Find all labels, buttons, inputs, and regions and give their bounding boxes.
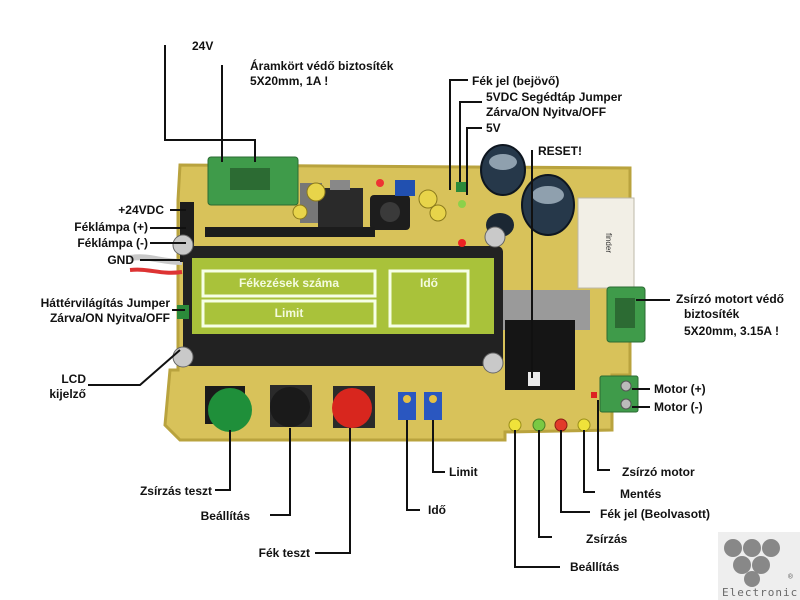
- ribbon-cable-icon: [500, 290, 590, 390]
- label-reset: RESET!: [538, 144, 583, 158]
- jumper-icon: [177, 182, 466, 319]
- label-motor-minus: Motor (-): [654, 400, 703, 414]
- lcd-box-time: [388, 269, 470, 328]
- lcd-box-limit: [201, 299, 377, 328]
- lcd-label-time: Idő: [420, 276, 438, 290]
- lcd-label-braking-count: Fékezések száma: [238, 276, 340, 290]
- label-plus24vdc: +24VDC: [118, 203, 164, 217]
- label-brake-test: Fék teszt: [258, 546, 310, 560]
- motor-fuse-holder-icon: [606, 286, 646, 343]
- terminal-block-icon: [591, 375, 639, 413]
- lcd-box-braking-count: [201, 269, 377, 298]
- label-backlight-line2: Zárva/ON Nyitva/OFF: [49, 311, 170, 325]
- trimmer-potentiometer-icon: [398, 392, 442, 420]
- lcd-overlay-boxes: [201, 269, 470, 328]
- label-brake-read: Fék jel (Beolvasott): [600, 507, 711, 521]
- label-lcd-line1: LCD: [61, 372, 86, 386]
- label-time: Idő: [428, 503, 446, 517]
- wire-bundle-icon: [129, 254, 183, 275]
- label-5v: 5V: [486, 121, 501, 135]
- lcd-label-limit: Limit: [274, 306, 304, 320]
- blue-trimmer-icon: [395, 180, 415, 196]
- svg-text:finder: finder: [604, 233, 613, 253]
- label-backlight-line1: Háttérvilágítás Jumper: [40, 296, 170, 310]
- electronic-logo-icon: [718, 532, 800, 600]
- label-setting-2: Beállítás: [570, 560, 620, 574]
- label-motor-fuse-line3: 5X20mm, 3.15A !: [684, 324, 779, 338]
- label-motor-fuse-line2: biztosíték: [684, 307, 740, 321]
- label-greasing: Zsírzás: [586, 532, 628, 546]
- capacitor-icon: [292, 182, 447, 222]
- label-fuse-line1: Áramkört védő biztosíték: [250, 59, 394, 73]
- label-greasing-test: Zsírzás teszt: [139, 484, 212, 498]
- label-setting: Beállítás: [200, 509, 250, 523]
- label-save: Mentés: [620, 487, 662, 501]
- label-greasing-motor: Zsírzó motor: [622, 465, 695, 479]
- label-lamp-minus: Féklámpa (-): [77, 236, 148, 250]
- label-24v: 24V: [192, 39, 214, 53]
- logo-text: Electronic: [722, 586, 799, 599]
- inductor-icon: [370, 195, 410, 230]
- label-fuse-line2: 5X20mm, 1A !: [250, 74, 329, 88]
- label-lcd-line2: kijelző: [49, 387, 86, 401]
- label-aux-line1: 5VDC Segédtáp Jumper: [486, 90, 623, 104]
- label-aux-line2: Zárva/ON Nyitva/OFF: [486, 105, 607, 119]
- voltage-regulator-icon: [318, 180, 363, 228]
- label-gnd: GND: [107, 253, 134, 267]
- push-button-icon: [205, 385, 375, 432]
- label-motor-plus: Motor (+): [654, 382, 706, 396]
- label-motor-fuse-line1: Zsírzó motort védő: [676, 292, 785, 306]
- label-lamp-plus: Féklámpa (+): [74, 220, 148, 234]
- label-brake-in: Fék jel (bejövő): [472, 74, 560, 88]
- logo-mark: ®: [788, 572, 794, 581]
- leader-lines: [88, 45, 670, 568]
- label-limit: Limit: [449, 465, 478, 479]
- relay-icon: finder: [577, 197, 635, 289]
- electrolytic-capacitor-icon: [480, 144, 575, 237]
